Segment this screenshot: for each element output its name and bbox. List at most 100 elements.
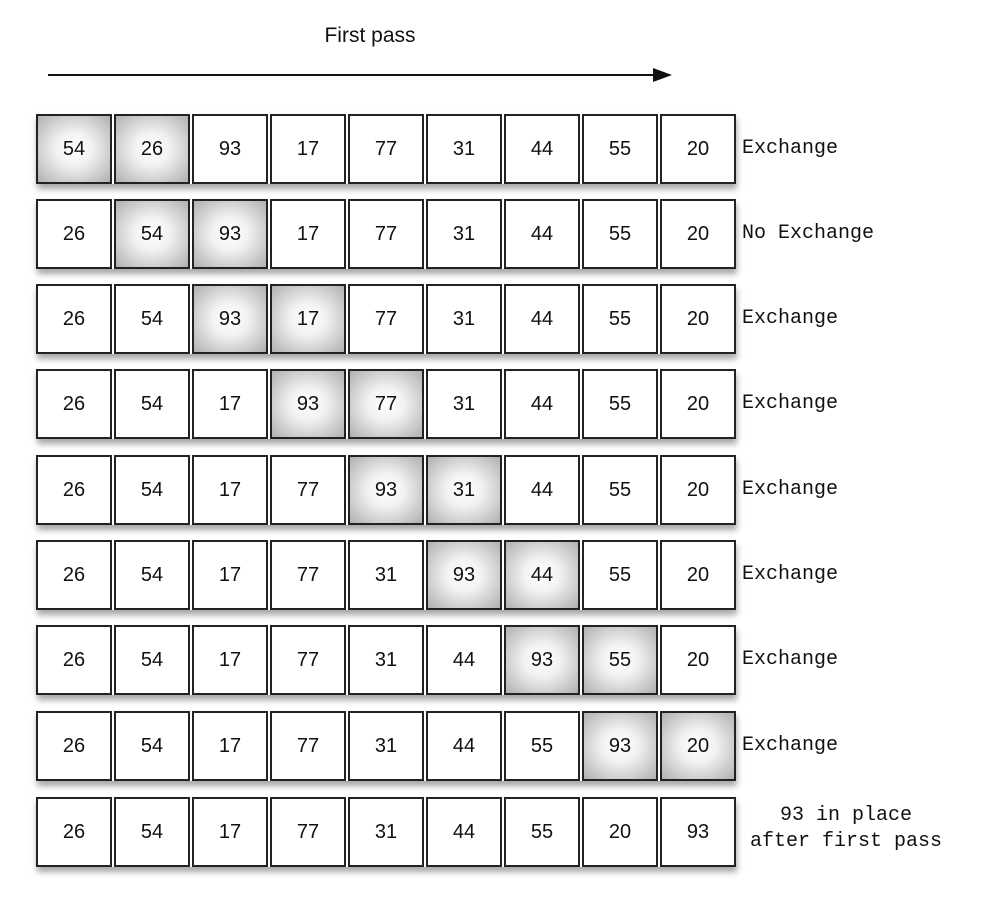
row-note: Exchange bbox=[742, 734, 839, 757]
compared-cell: 20 bbox=[660, 711, 736, 781]
array-cell: 31 bbox=[348, 625, 424, 695]
array-cell: 44 bbox=[426, 797, 502, 867]
compared-cell: 93 bbox=[348, 455, 424, 525]
array-cell: 26 bbox=[36, 711, 112, 781]
array-cell: 20 bbox=[660, 455, 736, 525]
array-cell: 44 bbox=[504, 284, 580, 354]
array-cell: 77 bbox=[348, 284, 424, 354]
compared-cell: 31 bbox=[426, 455, 502, 525]
array-cell: 31 bbox=[348, 711, 424, 781]
compared-cell: 93 bbox=[192, 284, 268, 354]
array-cell: 20 bbox=[660, 540, 736, 610]
array-cell: 17 bbox=[270, 114, 346, 184]
array-cell: 31 bbox=[426, 114, 502, 184]
array-cell: 44 bbox=[504, 369, 580, 439]
array-cell: 17 bbox=[192, 797, 268, 867]
array-cell: 20 bbox=[660, 625, 736, 695]
direction-arrow bbox=[48, 68, 672, 82]
array-cell: 55 bbox=[504, 797, 580, 867]
array-cell: 93 bbox=[192, 114, 268, 184]
row-note: Exchange bbox=[742, 137, 839, 160]
array-cell: 26 bbox=[36, 284, 112, 354]
row-note: No Exchange bbox=[742, 222, 875, 245]
array-cell: 55 bbox=[582, 455, 658, 525]
compared-cell: 44 bbox=[504, 540, 580, 610]
compared-cell: 55 bbox=[582, 625, 658, 695]
array-cell: 26 bbox=[36, 540, 112, 610]
array-cell: 26 bbox=[36, 199, 112, 269]
compared-cell: 26 bbox=[114, 114, 190, 184]
array-cell: 31 bbox=[348, 797, 424, 867]
array-cell: 17 bbox=[192, 711, 268, 781]
row-note: Exchange bbox=[742, 648, 839, 671]
array-cell: 20 bbox=[660, 369, 736, 439]
row-note: Exchange bbox=[742, 478, 839, 501]
compared-cell: 93 bbox=[426, 540, 502, 610]
array-cell: 54 bbox=[114, 797, 190, 867]
row-note: Exchange bbox=[742, 563, 839, 586]
array-cell: 44 bbox=[504, 114, 580, 184]
array-cell: 55 bbox=[504, 711, 580, 781]
array-cell: 77 bbox=[270, 711, 346, 781]
array-cell: 77 bbox=[270, 455, 346, 525]
array-cell: 93 bbox=[660, 797, 736, 867]
row-note: 93 in place after first pass bbox=[749, 804, 943, 853]
compared-cell: 93 bbox=[192, 199, 268, 269]
array-cell: 31 bbox=[426, 369, 502, 439]
array-cell: 54 bbox=[114, 369, 190, 439]
compared-cell: 93 bbox=[582, 711, 658, 781]
array-cell: 20 bbox=[582, 797, 658, 867]
compared-cell: 93 bbox=[504, 625, 580, 695]
array-cell: 55 bbox=[582, 114, 658, 184]
array-cell: 54 bbox=[114, 455, 190, 525]
array-cell: 44 bbox=[426, 711, 502, 781]
array-cell: 31 bbox=[348, 540, 424, 610]
array-cell: 17 bbox=[192, 369, 268, 439]
compared-cell: 54 bbox=[114, 199, 190, 269]
array-cell: 44 bbox=[426, 625, 502, 695]
array-cell: 31 bbox=[426, 284, 502, 354]
diagram-title: First pass bbox=[324, 24, 416, 47]
compared-cell: 17 bbox=[270, 284, 346, 354]
array-cell: 54 bbox=[114, 625, 190, 695]
array-cell: 17 bbox=[192, 540, 268, 610]
array-cell: 54 bbox=[114, 711, 190, 781]
array-cell: 54 bbox=[114, 284, 190, 354]
array-cell: 55 bbox=[582, 199, 658, 269]
row-note: Exchange bbox=[742, 307, 839, 330]
array-cell: 26 bbox=[36, 455, 112, 525]
array-cell: 77 bbox=[270, 625, 346, 695]
array-cell: 77 bbox=[348, 199, 424, 269]
array-cell: 26 bbox=[36, 797, 112, 867]
array-cell: 77 bbox=[270, 540, 346, 610]
array-cell: 55 bbox=[582, 284, 658, 354]
array-cell: 44 bbox=[504, 455, 580, 525]
array-cell: 20 bbox=[660, 199, 736, 269]
compared-cell: 77 bbox=[348, 369, 424, 439]
array-cell: 26 bbox=[36, 625, 112, 695]
array-cell: 55 bbox=[582, 540, 658, 610]
array-cell: 55 bbox=[582, 369, 658, 439]
array-cell: 44 bbox=[504, 199, 580, 269]
array-cell: 20 bbox=[660, 284, 736, 354]
compared-cell: 54 bbox=[36, 114, 112, 184]
array-cell: 20 bbox=[660, 114, 736, 184]
compared-cell: 93 bbox=[270, 369, 346, 439]
array-cell: 77 bbox=[270, 797, 346, 867]
array-cell: 54 bbox=[114, 540, 190, 610]
row-note: Exchange bbox=[742, 392, 839, 415]
array-cell: 17 bbox=[270, 199, 346, 269]
array-cell: 31 bbox=[426, 199, 502, 269]
array-cell: 26 bbox=[36, 369, 112, 439]
array-cell: 17 bbox=[192, 625, 268, 695]
array-cell: 77 bbox=[348, 114, 424, 184]
array-cell: 17 bbox=[192, 455, 268, 525]
